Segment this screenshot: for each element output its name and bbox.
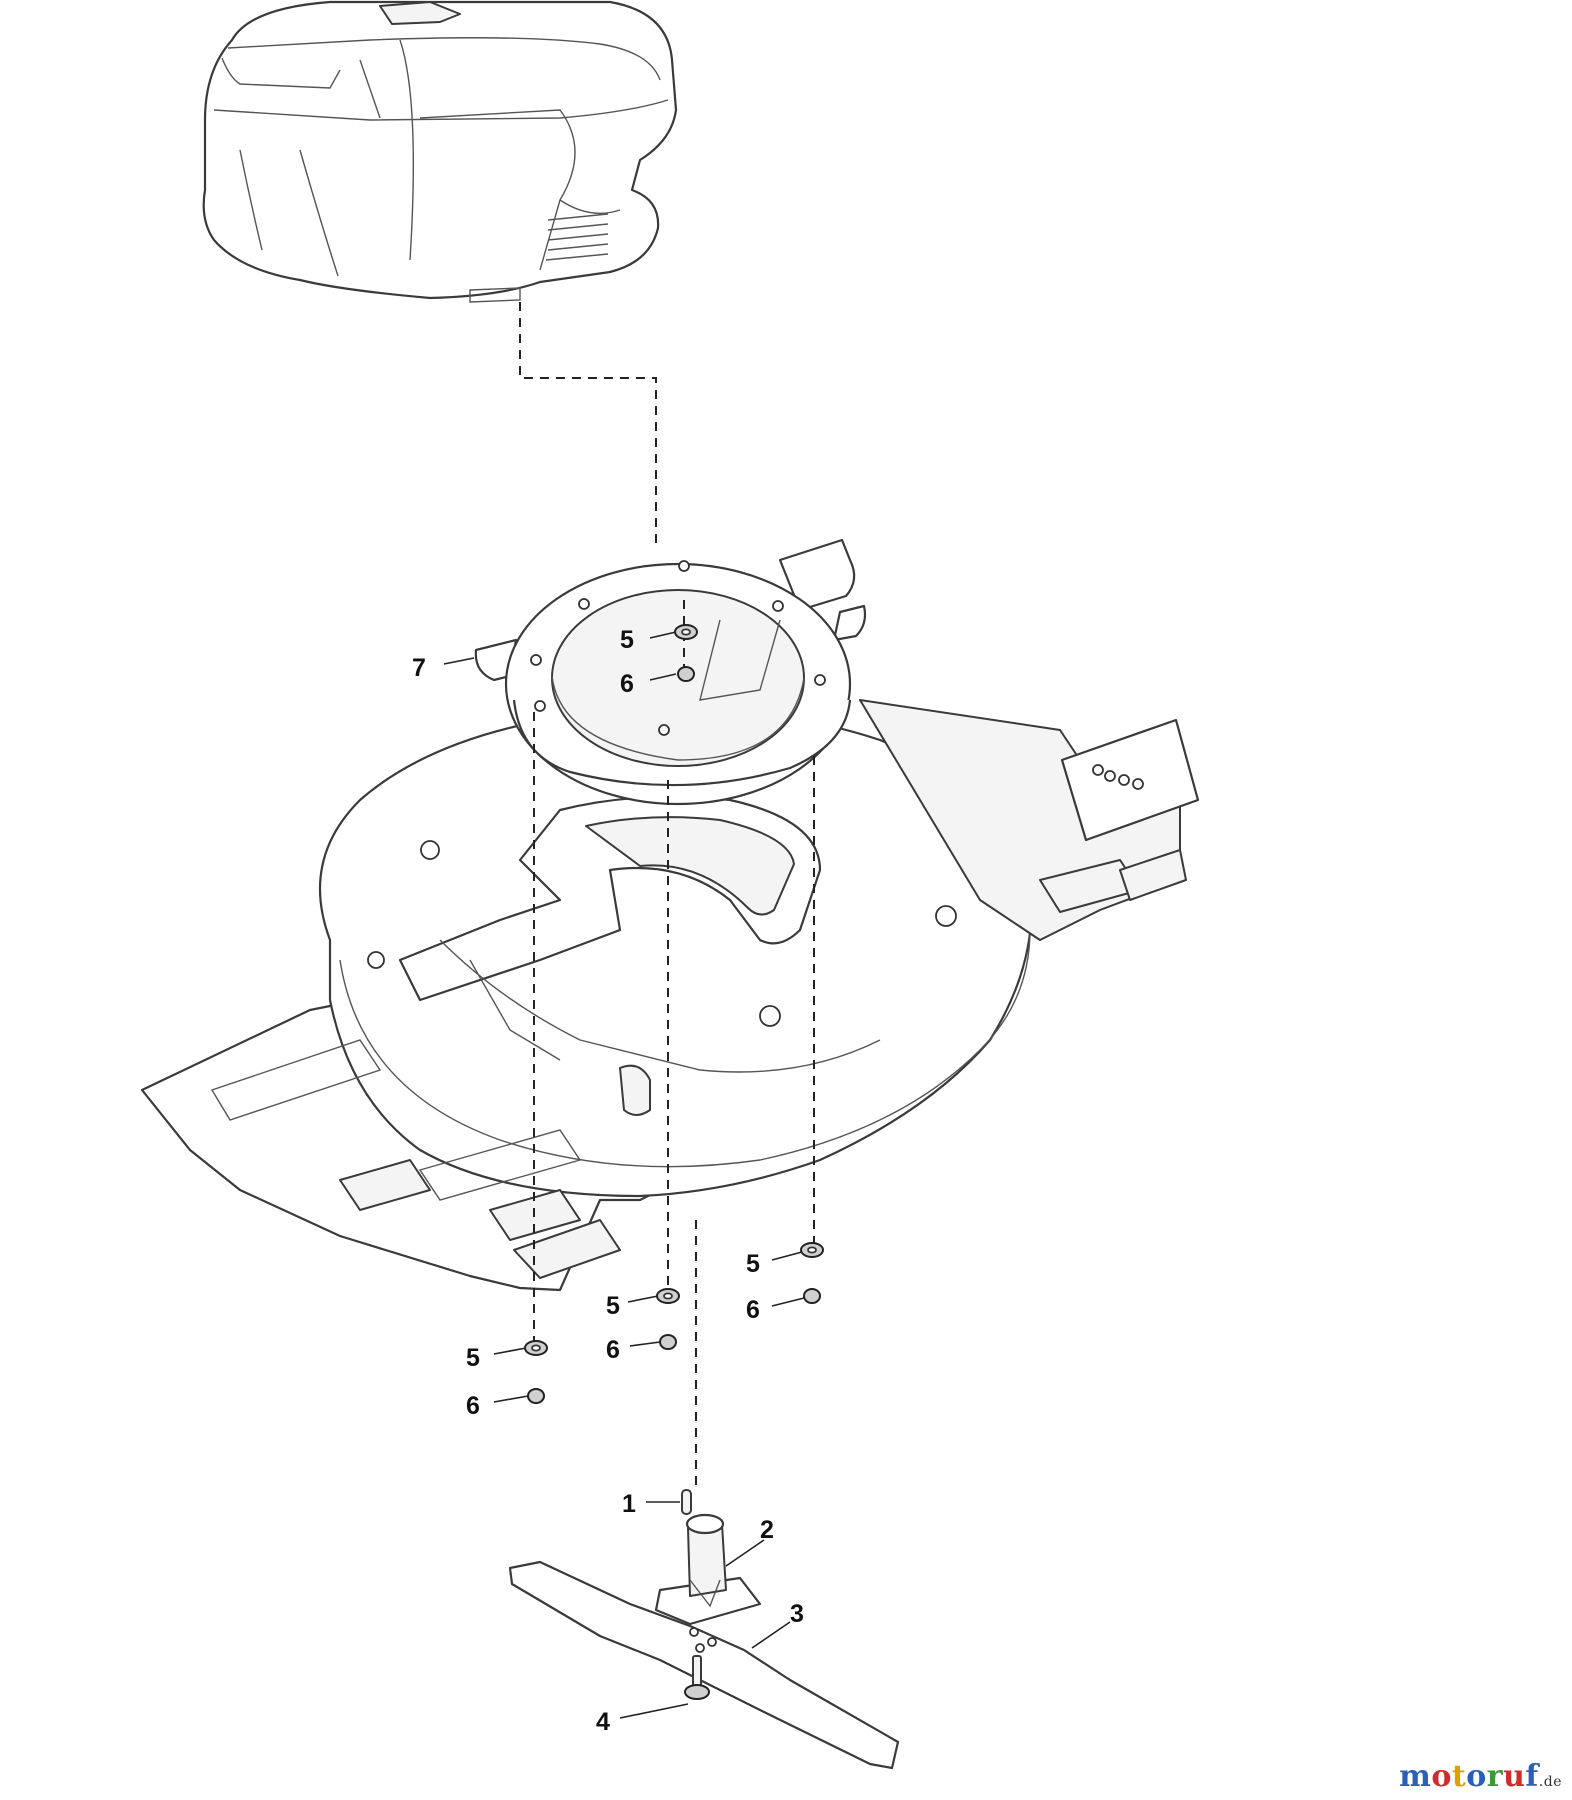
callout-4: 4 bbox=[596, 1708, 610, 1736]
callout-5-left: 5 bbox=[466, 1344, 480, 1372]
washer-5-center bbox=[656, 1288, 680, 1304]
watermark-letter: o bbox=[1431, 1759, 1452, 1794]
watermark-wordmark: motoruf bbox=[1399, 1759, 1539, 1794]
watermark-letter: r bbox=[1486, 1759, 1504, 1794]
key-part bbox=[681, 1489, 692, 1515]
blade-adapter bbox=[654, 1513, 762, 1626]
ring-washer-5 bbox=[674, 624, 698, 640]
callout-5-right: 5 bbox=[746, 1250, 760, 1278]
mower-deck bbox=[140, 538, 1200, 1292]
washer-5-left bbox=[524, 1340, 548, 1356]
nut-6-left bbox=[527, 1388, 545, 1404]
callout-1: 1 bbox=[622, 1490, 636, 1518]
callout-6-ring: 6 bbox=[620, 670, 634, 698]
adapter-ring bbox=[474, 560, 867, 806]
watermark-logo: motoruf.de bbox=[1399, 1759, 1562, 1794]
watermark-letter: t bbox=[1451, 1759, 1467, 1794]
watermark-letter: m bbox=[1399, 1759, 1432, 1794]
watermark-letter: o bbox=[1466, 1759, 1487, 1794]
cutting-blade bbox=[508, 1560, 900, 1770]
callout-2: 2 bbox=[760, 1516, 774, 1544]
callout-7: 7 bbox=[412, 654, 426, 682]
watermark-letter: u bbox=[1503, 1759, 1526, 1794]
callout-6-left: 6 bbox=[466, 1392, 480, 1420]
watermark-letter: f bbox=[1525, 1759, 1539, 1794]
callout-3: 3 bbox=[790, 1600, 804, 1628]
callout-5-center: 5 bbox=[606, 1292, 620, 1320]
watermark-suffix: .de bbox=[1538, 1774, 1562, 1790]
washer-5-right bbox=[800, 1242, 824, 1258]
blade-bolt bbox=[684, 1655, 710, 1700]
callout-6-right: 6 bbox=[746, 1296, 760, 1324]
motor-housing bbox=[202, 0, 678, 303]
callout-5-ring: 5 bbox=[620, 626, 634, 654]
nut-6-right bbox=[803, 1288, 821, 1304]
callout-6-center: 6 bbox=[606, 1336, 620, 1364]
ring-nut-6 bbox=[677, 666, 695, 682]
nut-6-center bbox=[659, 1334, 677, 1350]
